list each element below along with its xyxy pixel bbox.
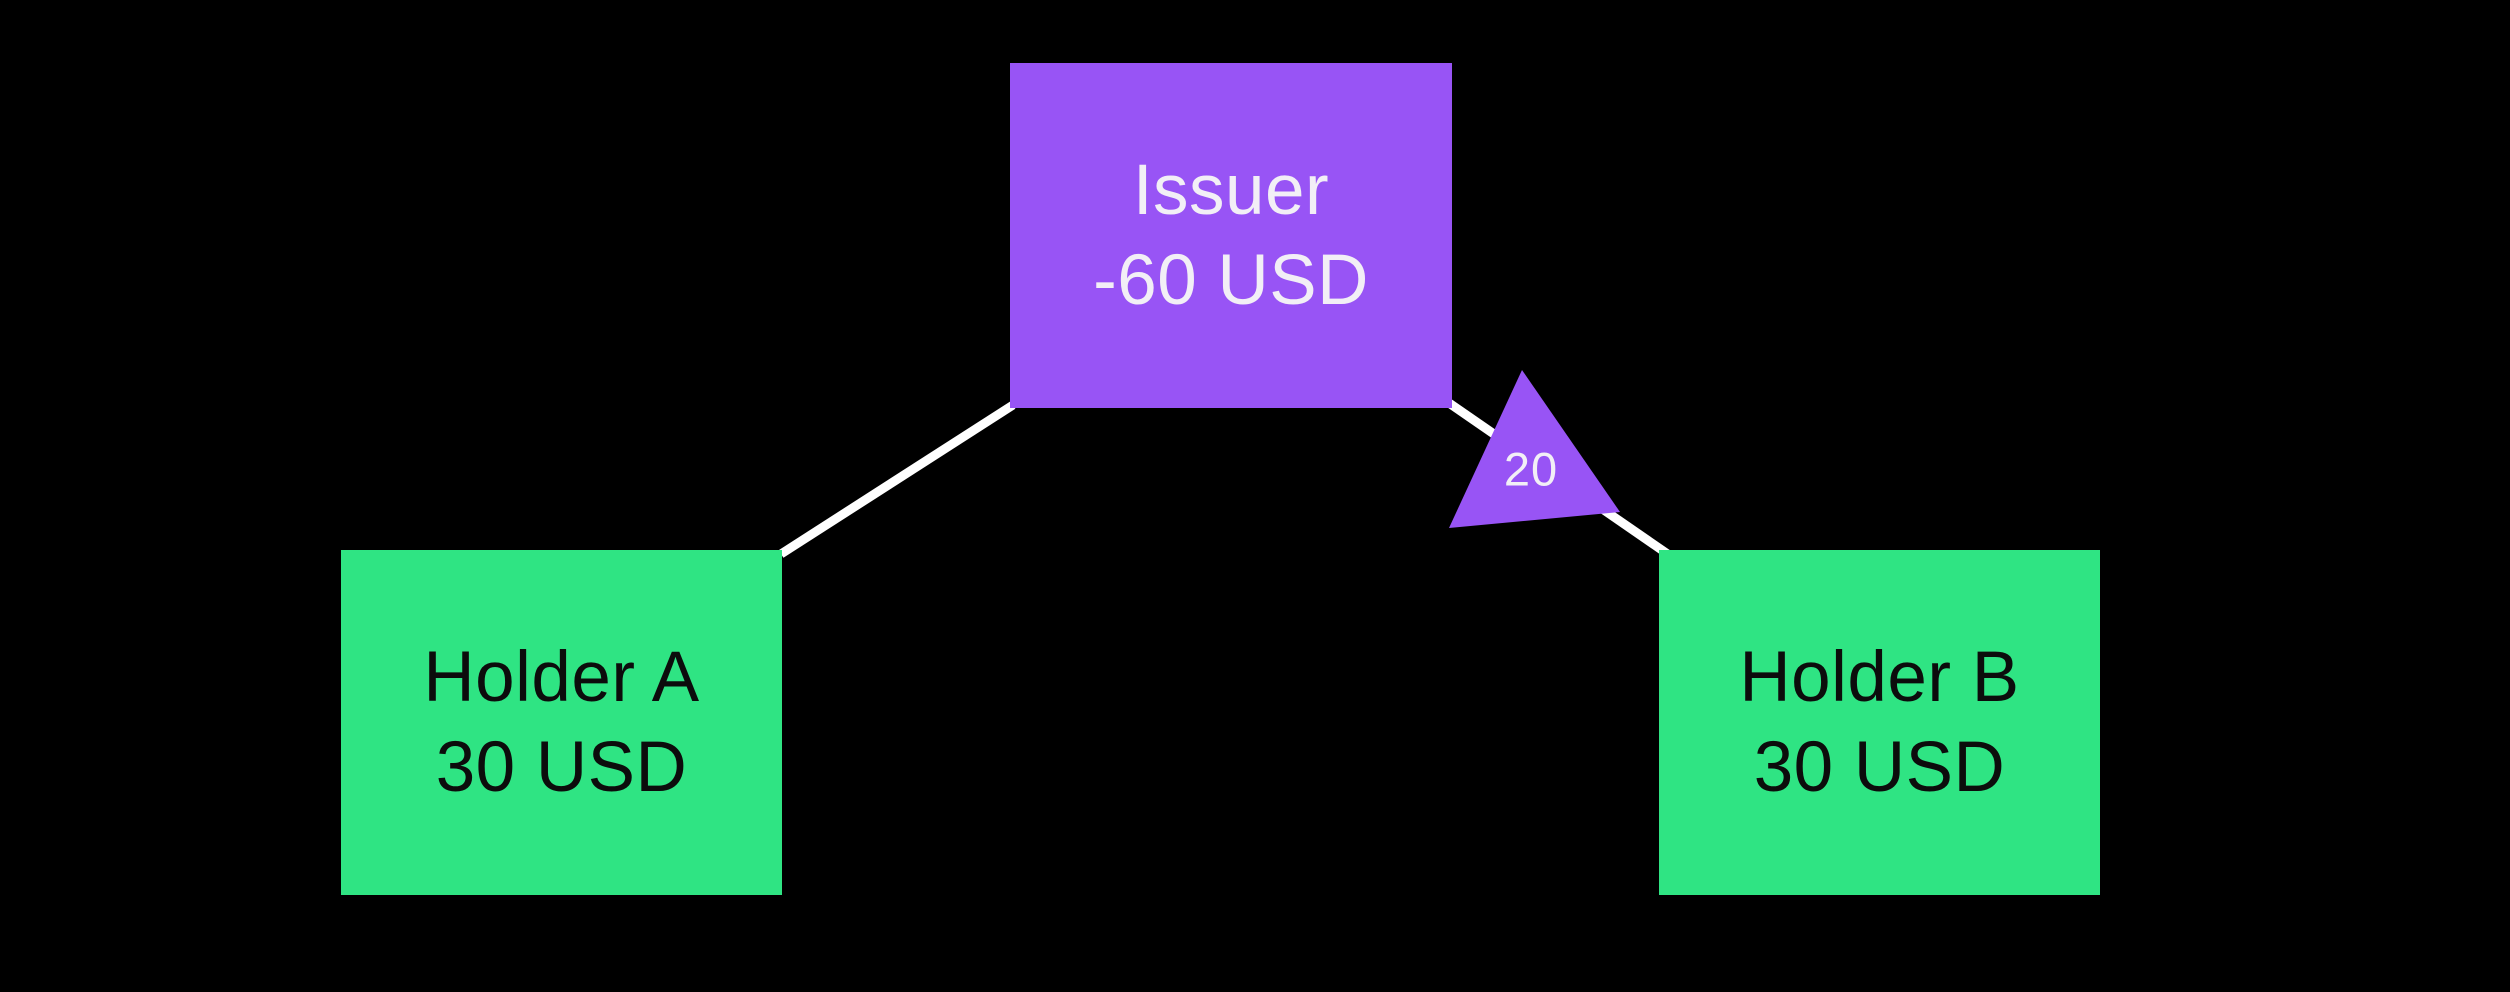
node-holder-b: Holder B 30 USD: [1659, 550, 2100, 895]
node-holder-a: Holder A 30 USD: [341, 550, 782, 895]
node-holder-b-balance: 30 USD: [1753, 727, 2006, 807]
node-holder-a-label: Holder A: [423, 637, 700, 717]
node-issuer-label: Issuer: [1132, 150, 1330, 230]
node-issuer-balance: -60 USD: [1093, 240, 1369, 320]
edge-issuer-holder-a: [778, 401, 1016, 558]
edge-amount-label: 20: [1503, 442, 1559, 496]
node-issuer: Issuer -60 USD: [1010, 63, 1452, 408]
node-holder-a-balance: 30 USD: [435, 727, 688, 807]
node-holder-b-label: Holder B: [1739, 637, 2020, 717]
edge-arrow-marker: [1449, 370, 1620, 528]
